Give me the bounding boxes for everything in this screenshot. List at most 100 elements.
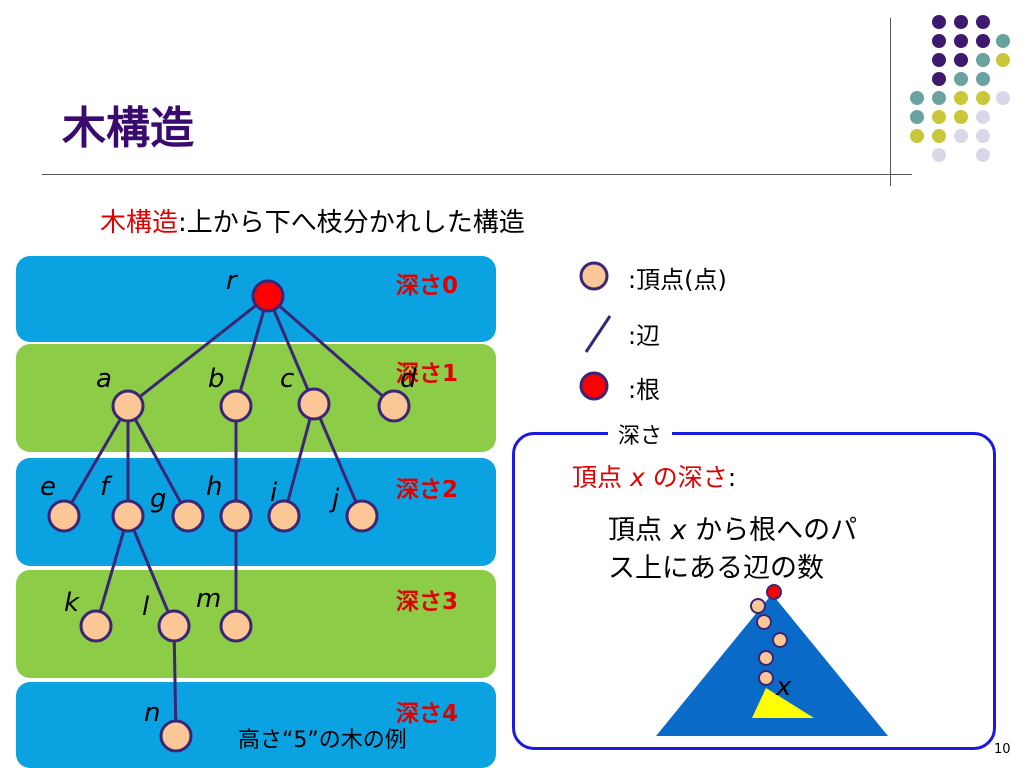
legend-vertex-icon — [579, 261, 609, 291]
decor-dot — [954, 34, 968, 48]
node-g — [171, 499, 205, 533]
legend-root-label: :根 — [628, 376, 661, 404]
edge-c-j — [312, 403, 364, 517]
page-number: 10 — [994, 742, 1011, 757]
node-m — [219, 609, 253, 643]
node-k — [79, 609, 113, 643]
decor-dot — [954, 110, 968, 124]
depth-definition-heading: 頂点 x の深さ: — [572, 458, 736, 494]
edge-f-l — [126, 515, 176, 627]
heading-colon: : — [727, 463, 737, 492]
node-c — [297, 387, 331, 421]
decor-dot — [976, 110, 990, 124]
decor-dot — [976, 148, 990, 162]
title-rule — [42, 174, 912, 175]
decor-dot — [910, 129, 924, 143]
node-label-n: n — [144, 698, 161, 728]
decor-dot — [932, 148, 946, 162]
node-h — [219, 499, 253, 533]
depth-label-3: 深さ3 — [396, 589, 459, 615]
decor-dot — [954, 15, 968, 29]
node-f — [111, 499, 145, 533]
node-label-g: g — [150, 484, 167, 514]
subtitle-keyword: 木構造 — [100, 208, 179, 238]
node-b — [219, 389, 253, 423]
decor-dot — [910, 91, 924, 105]
def-var: x — [670, 515, 687, 546]
path-dot — [756, 614, 772, 630]
node-label-b: b — [208, 364, 225, 394]
edge-c-i — [282, 403, 316, 517]
heading-post: の深さ — [644, 463, 728, 492]
node-label-e: e — [40, 472, 56, 502]
def-pre: 頂点 — [608, 515, 671, 546]
node-label-a: a — [96, 364, 112, 394]
decor-dot — [932, 15, 946, 29]
decor-dot — [910, 110, 924, 124]
depth-label-2: 深さ2 — [396, 477, 459, 503]
edge-a-e — [62, 405, 130, 517]
subtree-triangle — [656, 594, 888, 736]
depth-band-4 — [16, 682, 496, 768]
edge-r-c — [266, 295, 316, 405]
edge-r-a — [127, 294, 269, 408]
depth-definition-line-2: ス上にある辺の数 — [608, 553, 824, 584]
node-d — [377, 389, 411, 423]
def-post: から根へのパ — [686, 515, 858, 546]
decor-dot — [976, 53, 990, 67]
node-label-k: k — [64, 588, 80, 618]
depth-band-2 — [16, 458, 496, 566]
slide-title: 木構造 — [62, 103, 194, 154]
decor-dot — [976, 91, 990, 105]
decor-dot — [954, 72, 968, 86]
legend-edge-icon — [584, 315, 612, 353]
depth-definition-box — [512, 432, 996, 750]
node-label-d: d — [400, 364, 417, 394]
decor-dot — [976, 34, 990, 48]
decor-dot — [932, 72, 946, 86]
decor-dot — [932, 91, 946, 105]
node-label-h: h — [206, 472, 223, 502]
path-dot — [750, 598, 766, 614]
node-e — [47, 499, 81, 533]
subtitle-text: :上から下へ枝分かれした構造 — [178, 208, 525, 238]
depth-label-1: 深さ1 — [396, 361, 459, 387]
legend-vertex-label: :頂点(点) — [628, 266, 727, 294]
edge-a-g — [126, 405, 190, 517]
decor-vertical-rule — [890, 18, 891, 186]
decor-dot — [932, 110, 946, 124]
heading-var: x — [629, 463, 645, 492]
decor-dot — [996, 53, 1010, 67]
root-node — [251, 279, 285, 313]
heading-pre: 頂点 — [572, 463, 630, 492]
path-root-dot — [766, 584, 782, 600]
decor-dot — [932, 129, 946, 143]
depth-label-0: 深さ0 — [396, 273, 459, 299]
node-label-i: i — [270, 478, 278, 508]
decor-dot — [996, 34, 1010, 48]
node-label-l: l — [142, 592, 150, 622]
depth-label-4: 深さ4 — [396, 701, 459, 727]
slide-subtitle: 木構造:上から下へ枝分かれした構造 — [100, 202, 525, 239]
path-dot — [758, 670, 774, 686]
node-l — [157, 609, 191, 643]
depth-definition-line-1: 頂点 x から根へのパ — [608, 508, 857, 547]
decor-dot — [932, 53, 946, 67]
depth-band-1 — [16, 344, 496, 452]
edge-r-b — [234, 295, 270, 407]
edge-f-k — [94, 515, 130, 627]
decor-dot — [954, 53, 968, 67]
node-label-m: m — [196, 584, 222, 614]
node-j — [345, 499, 379, 533]
decor-dot — [976, 129, 990, 143]
depth-x-label: x — [776, 672, 792, 702]
decor-dot — [976, 15, 990, 29]
path-dot — [758, 650, 774, 666]
tree-caption: 高さ“5”の木の例 — [238, 728, 407, 753]
node-label-f: f — [100, 472, 110, 502]
subtree-tip-triangle — [752, 688, 814, 718]
depth-box-tag: 深さ — [608, 418, 673, 450]
